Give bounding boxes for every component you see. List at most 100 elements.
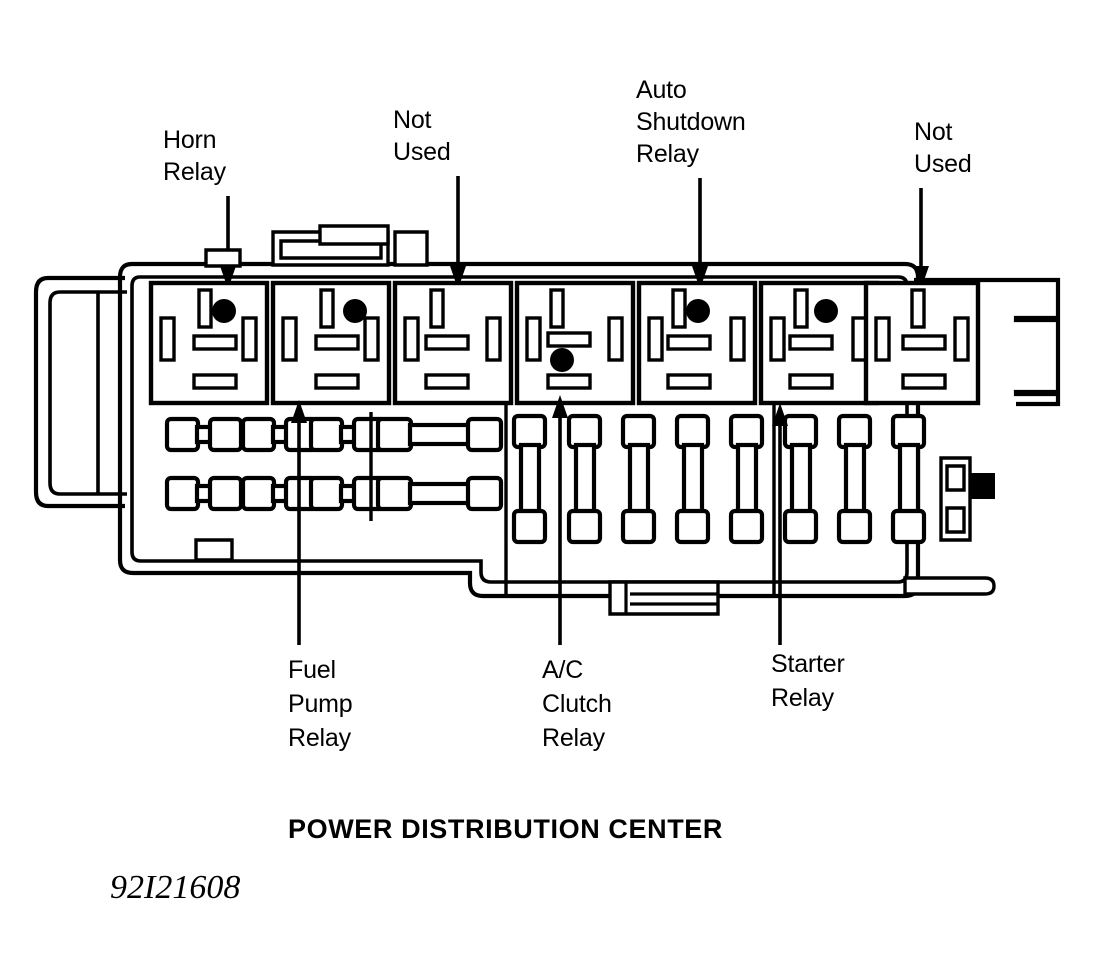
callout-not-used-right-line-2: Used <box>914 150 972 178</box>
housing-right-connector <box>914 277 1061 407</box>
relay-socket-5-terminal-right <box>729 316 746 362</box>
callout-not-used-left: Not Used <box>393 106 466 289</box>
callout-ac-clutch-line-1: A/C <box>542 656 583 684</box>
relay-socket-5-terminal-mid <box>666 334 712 351</box>
callout-auto-shutdown-relay: Auto Shutdown Relay <box>636 76 746 289</box>
relay-socket-4-terminal-bottom <box>546 373 592 390</box>
housing-top-tab-3 <box>318 224 390 246</box>
figure-caption-title: POWER DISTRIBUTION CENTER <box>288 814 723 844</box>
pdc-housing <box>33 224 1061 616</box>
relay-socket-5-terminal-left <box>647 316 664 362</box>
cartridge-fuse-8-cap-top <box>890 413 927 450</box>
small-fuse-top-3[interactable] <box>308 416 388 453</box>
relay-socket-4[interactable] <box>514 280 636 406</box>
relay-socket-5-terminal-bottom <box>666 373 712 390</box>
cartridge-fuse-3-cap-top <box>620 413 657 450</box>
callout-horn-relay-line-2: Relay <box>163 158 227 186</box>
cartridge-fuse-8[interactable] <box>890 413 927 545</box>
relay-socket-2[interactable] <box>270 280 392 406</box>
callout-not-used-right: Not Used <box>913 118 972 289</box>
cartridge-fuse-4-cap-bottom <box>674 508 711 545</box>
callout-starter-arrowhead <box>772 403 788 426</box>
cartridge-fuse-2[interactable] <box>566 413 603 545</box>
callout-auto-shutdown-line-1: Auto <box>636 76 687 104</box>
relay-socket-7-terminal-mid <box>901 334 947 351</box>
callout-starter-line-2: Relay <box>771 684 835 712</box>
relay-socket-7[interactable] <box>863 280 981 406</box>
long-fuse-top-1-cap-left <box>375 416 414 453</box>
cartridge-fuse-2-cap-top <box>566 413 603 450</box>
cartridge-fuse-7[interactable] <box>836 413 873 545</box>
long-fuse-bottom-1[interactable] <box>375 475 504 512</box>
callout-fuel-pump-relay: Fuel Pump Relay <box>288 400 353 752</box>
callout-not-used-right-line-1: Not <box>914 118 953 146</box>
callout-not-used-left-line-2: Used <box>393 138 451 166</box>
relay-socket-1[interactable] <box>148 280 270 406</box>
small-fuse-bottom-1[interactable] <box>164 475 244 512</box>
small-fuse-bottom-3[interactable] <box>308 475 388 512</box>
cartridge-fuse-1-cap-bottom <box>511 508 548 545</box>
cartridge-fuse-1[interactable] <box>511 413 548 545</box>
housing-outer-wall <box>117 261 921 599</box>
housing-left-bracket-outer <box>33 275 125 509</box>
cartridge-fuse-5[interactable] <box>728 413 765 545</box>
housing-right-latch-knob <box>969 473 995 499</box>
relay-socket-6-terminal-left <box>769 316 786 362</box>
cartridge-fuse-7-cap-bottom <box>836 508 873 545</box>
small-fuse-bottom-3-cap-left <box>308 475 345 512</box>
relay-socket-6[interactable] <box>758 280 880 406</box>
cartridge-fuse-2-cap-bottom <box>566 508 603 545</box>
relay-socket-4-terminal-top <box>549 288 565 329</box>
housing-top-tab-1 <box>204 248 242 268</box>
cartridge-fuse-5-body <box>735 442 759 516</box>
relay-socket-1-terminal-right <box>241 316 258 362</box>
long-fuse-top-1[interactable] <box>375 416 504 453</box>
cartridge-fuse-1-cap-top <box>511 413 548 450</box>
relay-socket-row <box>148 280 981 406</box>
callout-ac-clutch-relay: A/C Clutch Relay <box>542 395 612 752</box>
cartridge-fuse-6-cap-bottom <box>782 508 819 545</box>
cartridge-fuse-4[interactable] <box>674 413 711 545</box>
small-fuse-top-2[interactable] <box>240 416 320 453</box>
relay-socket-3-terminal-left <box>403 316 420 362</box>
cartridge-fuse-7-body <box>843 442 867 516</box>
housing-bottom-connector <box>608 580 720 616</box>
small-fuse-top-1-cap-left <box>164 416 201 453</box>
housing-left-bracket-inner <box>48 290 127 496</box>
relay-socket-2-terminal-right <box>363 316 380 362</box>
relay-socket-2-keyed-pin <box>343 299 367 323</box>
housing-right-latch-slot-2 <box>945 506 966 534</box>
callout-fuel-pump-line-3: Relay <box>288 724 352 752</box>
callout-horn-relay: Horn Relay <box>163 126 236 289</box>
small-fuse-bottom-2-cap-left <box>240 475 277 512</box>
callout-not-used-left-line-1: Not <box>393 106 432 134</box>
callout-fuel-pump-arrowhead <box>291 400 307 423</box>
relay-socket-3[interactable] <box>392 280 514 406</box>
housing-top-tab-4 <box>393 230 429 267</box>
relay-socket-5[interactable] <box>636 280 758 406</box>
relay-socket-6-keyed-pin <box>814 299 838 323</box>
relay-socket-4-terminal-left <box>525 316 542 362</box>
relay-socket-3-terminal-mid <box>424 334 470 351</box>
small-fuse-top-1[interactable] <box>164 416 244 453</box>
cartridge-fuse-5-cap-bottom <box>728 508 765 545</box>
cartridge-fuse-6-body <box>789 442 813 516</box>
callout-fuel-pump-line-2: Pump <box>288 690 353 718</box>
callout-auto-shutdown-line-3: Relay <box>636 140 700 168</box>
small-fuse-bottom-2[interactable] <box>240 475 320 512</box>
housing-right-latch-slot-1 <box>945 464 966 492</box>
cartridge-fuse-6[interactable] <box>782 413 819 545</box>
callout-horn-relay-line-1: Horn <box>163 126 216 154</box>
relay-socket-7-terminal-top <box>910 288 926 329</box>
relay-socket-6-terminal-mid <box>788 334 834 351</box>
relay-socket-2-terminal-bottom <box>314 373 360 390</box>
cartridge-fuse-1-body <box>518 442 542 516</box>
cartridge-fuse-3-cap-bottom <box>620 508 657 545</box>
figure-caption-code: 92I21608 <box>110 869 240 906</box>
cartridge-fuse-4-body <box>681 442 705 516</box>
small-fuse-top-1-cap-right <box>207 416 244 453</box>
callout-ac-clutch-line-3: Relay <box>542 724 606 752</box>
cartridge-fuse-3[interactable] <box>620 413 657 545</box>
